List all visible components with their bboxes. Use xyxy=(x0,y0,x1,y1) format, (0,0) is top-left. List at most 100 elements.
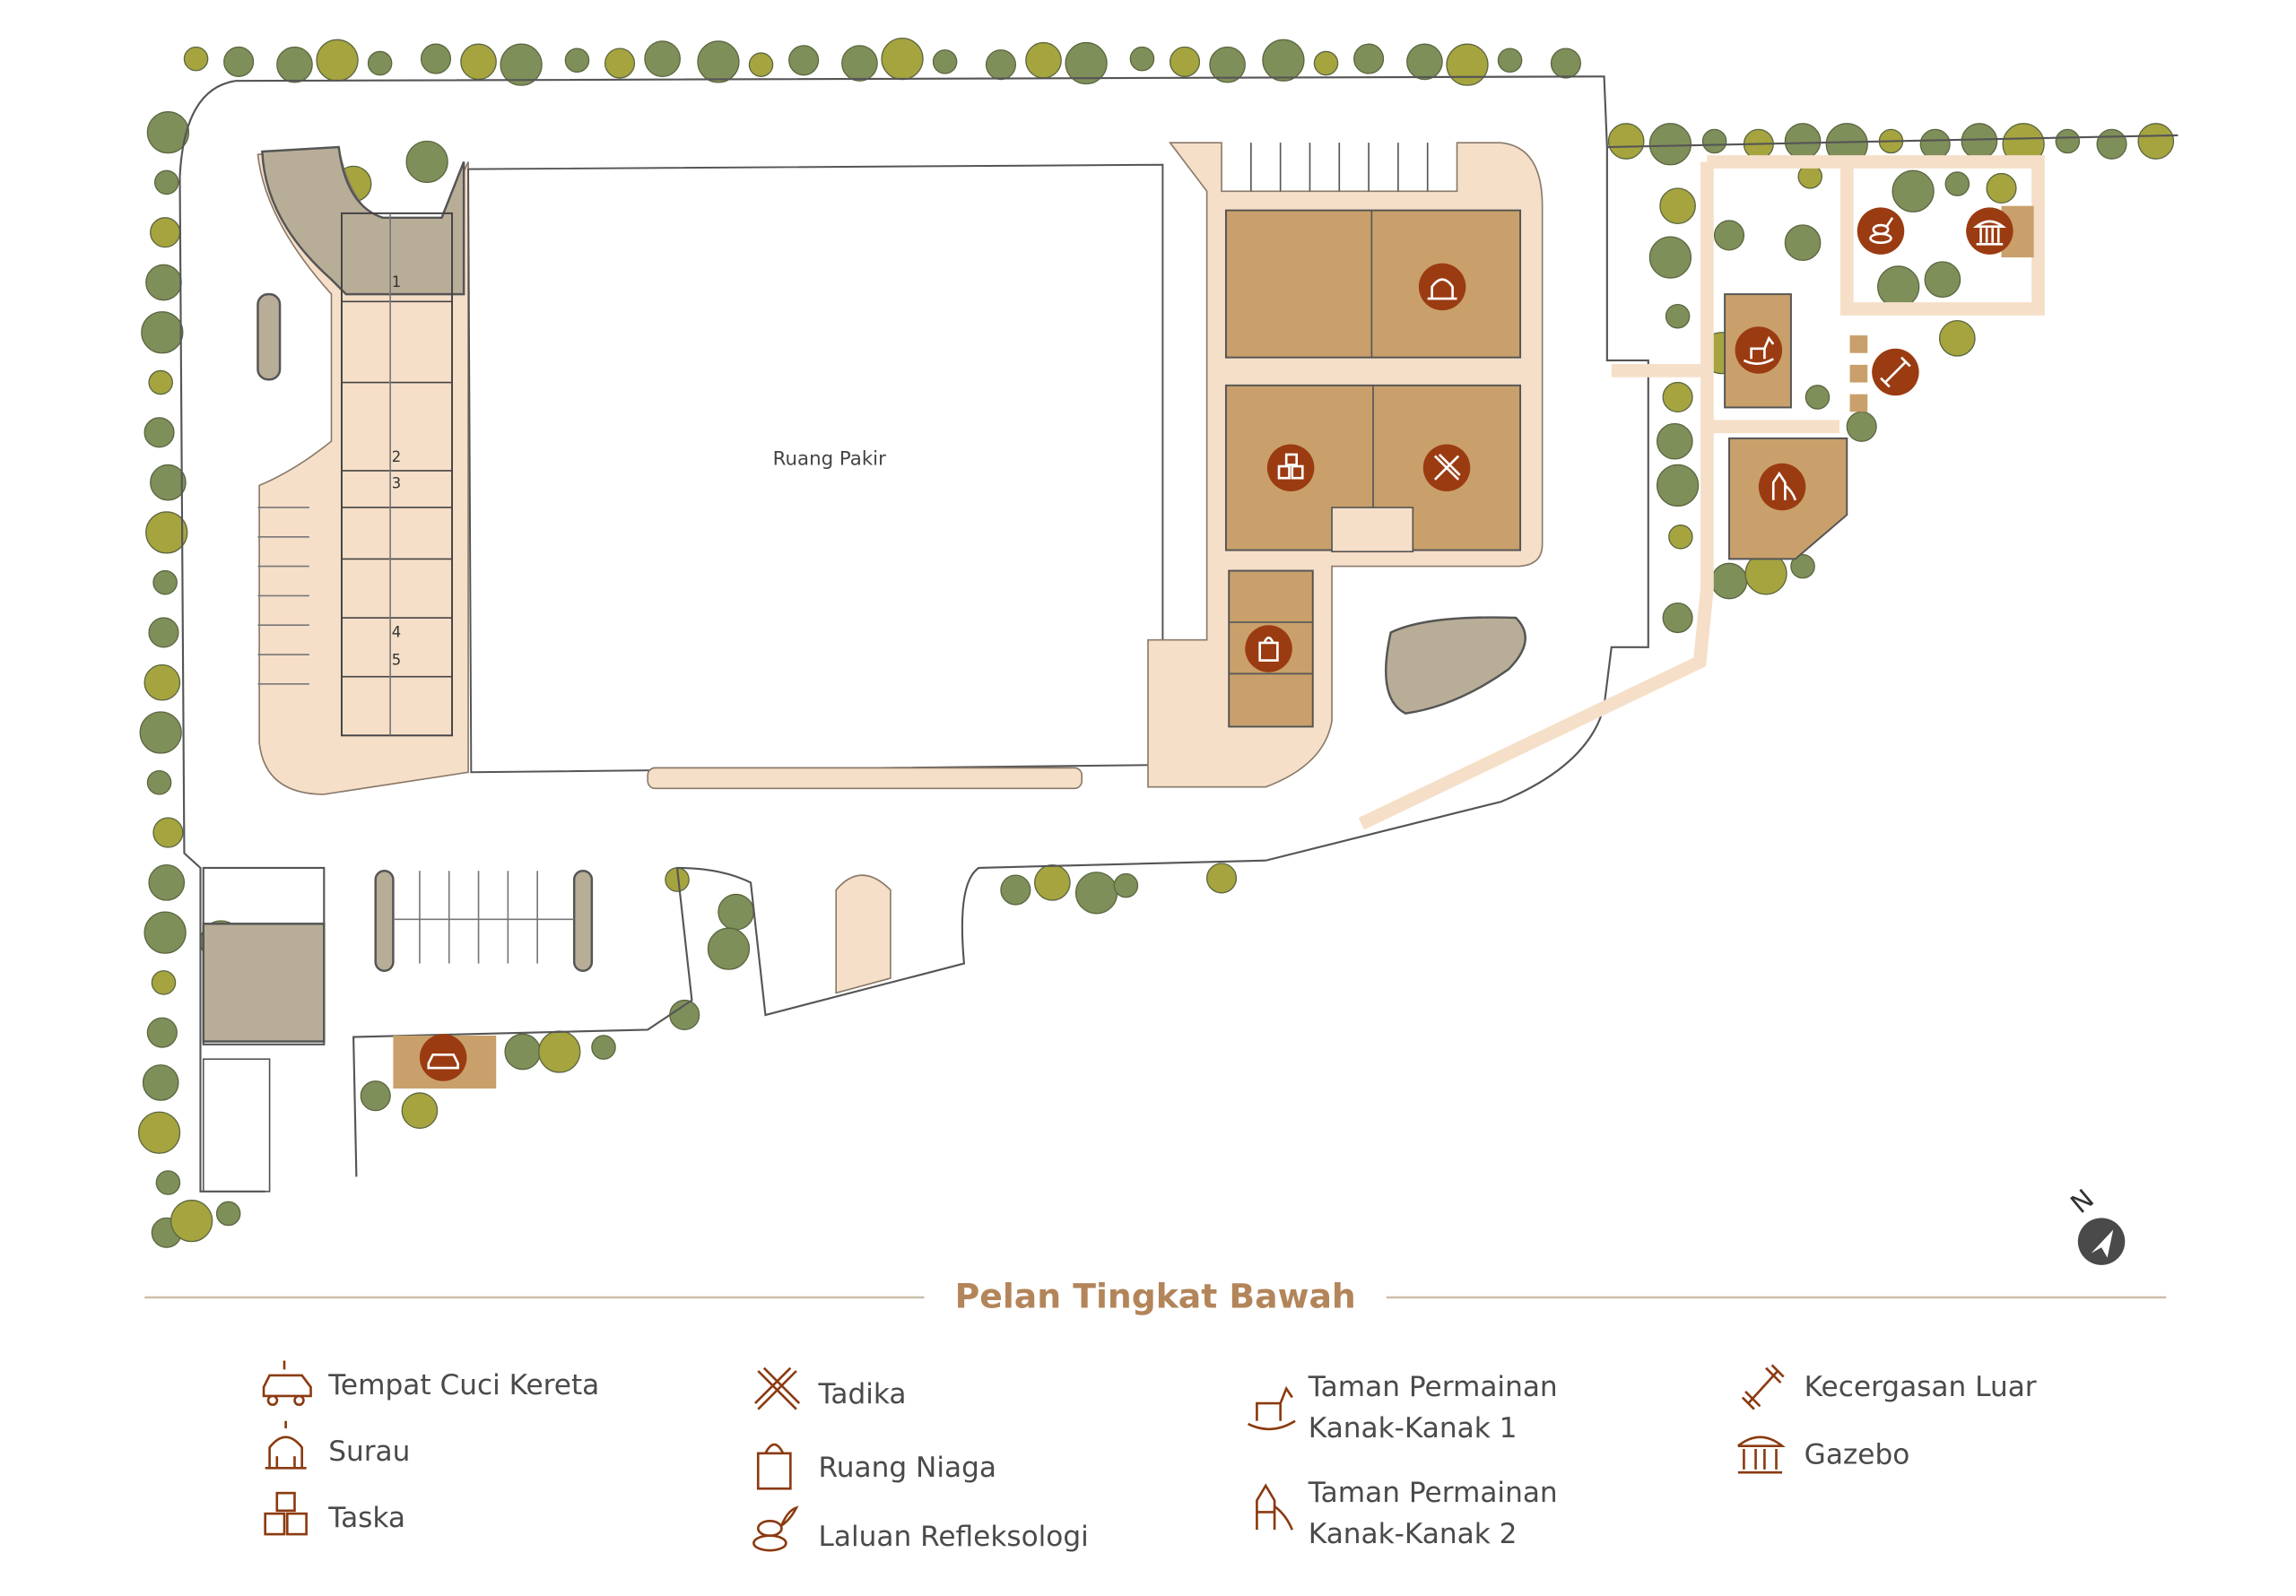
map-marker-car-wash xyxy=(419,1034,467,1081)
reflexology-stones-icon xyxy=(1869,217,1894,244)
dumbbell-icon xyxy=(1741,1364,1785,1410)
tree xyxy=(1313,50,1339,76)
tree xyxy=(1713,220,1745,251)
left-building-units xyxy=(340,212,454,737)
tree xyxy=(1129,46,1155,72)
legend-item-tadika: Tadika xyxy=(754,1366,907,1410)
tree xyxy=(604,48,636,79)
tree xyxy=(1656,464,1700,507)
tree xyxy=(1924,261,1961,299)
map-marker-gazebo xyxy=(1966,207,2013,255)
tree xyxy=(1648,236,1692,279)
tree xyxy=(1665,303,1691,329)
tree xyxy=(360,1080,391,1112)
legend-item-kecergasan-luar: Kecergasan Luar xyxy=(1741,1364,2037,1410)
park-path xyxy=(1358,155,2045,830)
mosque-icon xyxy=(265,1420,307,1470)
tree xyxy=(1648,123,1692,166)
tree xyxy=(1446,43,1489,86)
tree xyxy=(144,911,187,954)
tree xyxy=(2096,128,2127,160)
legend-item-ruang-niaga: Ruang Niaga xyxy=(756,1443,996,1490)
tree xyxy=(150,464,187,501)
unit-number-4: 4 xyxy=(392,623,401,640)
parking-label: Ruang Pakir xyxy=(773,447,886,470)
tree xyxy=(367,50,393,76)
tree xyxy=(718,893,754,931)
tree xyxy=(460,43,497,81)
map-marker-shopping-bag xyxy=(1245,625,1292,672)
map-marker-rocking-horse xyxy=(1735,326,1783,374)
svg-text:Taska: Taska xyxy=(327,1502,405,1534)
tree xyxy=(985,49,1017,81)
tree xyxy=(316,39,359,82)
lower-garden-bed xyxy=(202,923,326,1043)
tree xyxy=(881,37,924,81)
tree xyxy=(1497,48,1523,74)
map-marker-toy-blocks xyxy=(1266,444,1315,491)
map-marker-pencil-ruler xyxy=(1422,444,1471,491)
tree xyxy=(788,45,820,76)
marker-circle xyxy=(1735,326,1783,374)
tree xyxy=(1550,48,1581,79)
tree xyxy=(504,1033,542,1071)
tree xyxy=(1065,41,1108,85)
pencil-ruler-icon xyxy=(1433,454,1461,481)
legend-item-laluan-refleksologi: Laluan Refleksologi xyxy=(752,1505,1089,1553)
tree xyxy=(401,1092,439,1129)
median-bed xyxy=(257,292,282,381)
tree xyxy=(144,664,181,701)
tree xyxy=(152,817,184,848)
shopping-bag-icon xyxy=(756,1443,792,1490)
tree xyxy=(707,927,751,970)
tree xyxy=(150,217,181,248)
unit-number-5: 5 xyxy=(392,652,401,669)
mosque-icon xyxy=(1427,278,1457,300)
unit-number-3: 3 xyxy=(392,475,401,492)
tree xyxy=(1846,411,1877,442)
tree xyxy=(1662,602,1693,634)
tree xyxy=(1205,863,1238,894)
tree xyxy=(145,511,188,554)
pencil-ruler-icon xyxy=(754,1366,801,1410)
tree xyxy=(1662,381,1693,413)
surau-block xyxy=(1224,209,1522,359)
svg-text:Gazebo: Gazebo xyxy=(1805,1438,1910,1470)
tree xyxy=(1607,123,1645,160)
tree xyxy=(1944,171,1970,196)
map-marker-dumbbell xyxy=(1872,348,1919,396)
tree xyxy=(1701,128,1727,154)
tree xyxy=(146,769,172,795)
tree xyxy=(644,40,681,77)
tree xyxy=(1406,43,1443,81)
rocking-horse-icon xyxy=(1247,1385,1296,1431)
tree xyxy=(183,46,209,72)
legend: Tempat Cuci Kereta Surau Taska Tadika Ru… xyxy=(262,1360,2037,1553)
island-garden xyxy=(1385,616,1526,715)
tree xyxy=(1025,41,1062,79)
tree xyxy=(1074,872,1118,915)
tree xyxy=(500,43,543,86)
tree xyxy=(1961,123,1998,160)
unit-number-1: 1 xyxy=(392,273,401,291)
svg-text:Kanak-Kanak 1: Kanak-Kanak 1 xyxy=(1309,1412,1518,1444)
reflexology-stones-icon xyxy=(752,1505,799,1552)
parking-walkway xyxy=(647,767,1083,790)
tree xyxy=(1877,265,1920,308)
tree xyxy=(1113,872,1139,898)
tree xyxy=(697,40,740,83)
tree xyxy=(1805,385,1831,410)
tree xyxy=(1919,128,1951,160)
tree xyxy=(146,1017,178,1048)
tree xyxy=(2055,128,2081,154)
map-marker-playground-slide xyxy=(1758,463,1806,511)
gazebo-icon xyxy=(1737,1436,1786,1474)
tree xyxy=(148,863,186,901)
tree xyxy=(1710,562,1748,600)
tree xyxy=(148,369,173,395)
tree xyxy=(748,52,774,77)
tree xyxy=(141,311,184,354)
legend-item-car-wash: Tempat Cuci Kereta xyxy=(262,1360,599,1406)
tree xyxy=(148,617,179,648)
